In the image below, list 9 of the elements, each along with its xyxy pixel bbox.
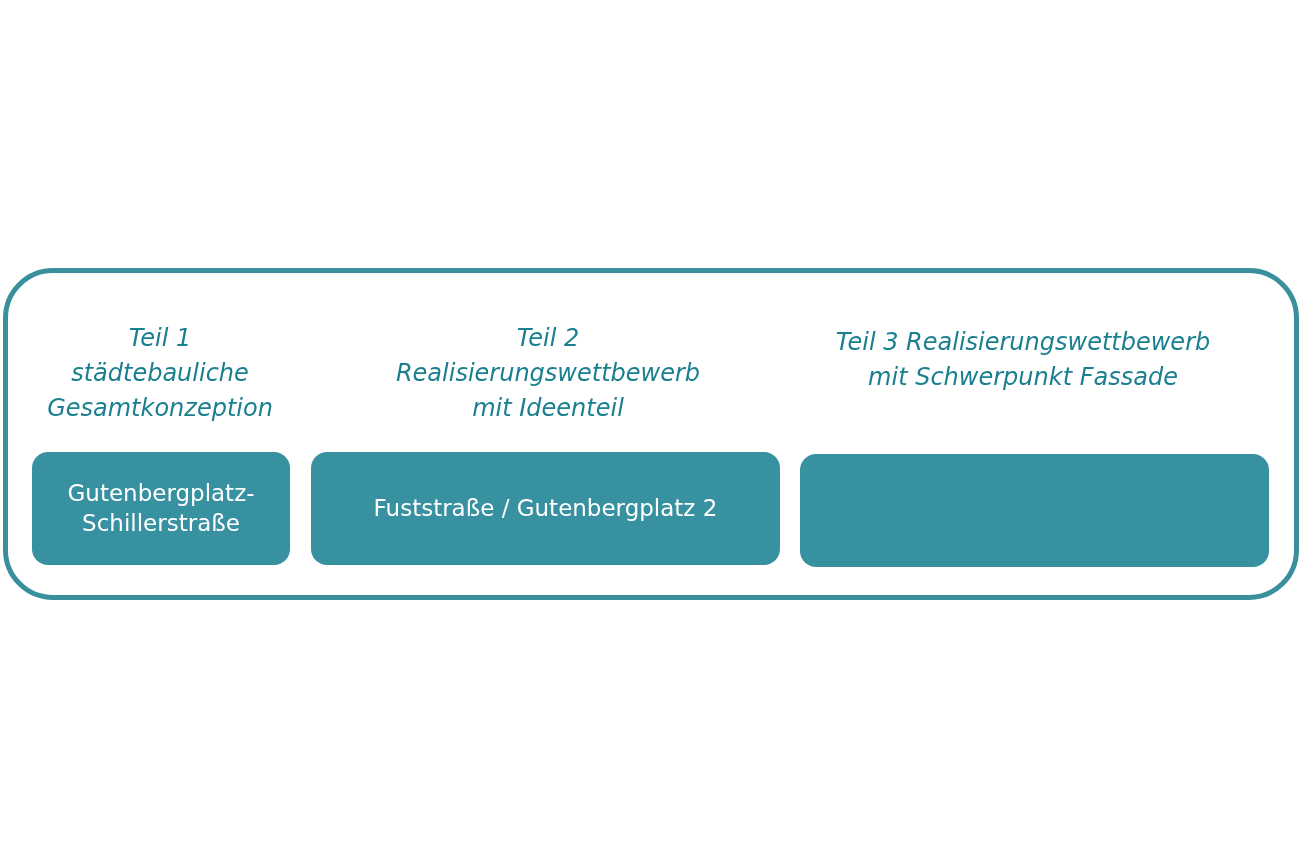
box-label: Fuststraße / Gutenbergplatz 2 [373, 493, 718, 523]
empty-box [800, 454, 1269, 567]
location-box [32, 452, 290, 565]
group-frame [3, 268, 1299, 600]
box-label: Gutenbergplatz-Schillerstraße [66, 478, 256, 538]
section-heading: Teil 3 Realisierungswettbewerb mit Schwerpunkt Fassade [834, 327, 1212, 393]
section-heading: Teil 2 Realisierungswettbewerb mit Ideenteil [394, 323, 702, 424]
location-box [311, 452, 780, 565]
section-heading: Teil 1 städtebauliche Gesamtkonzeption [46, 323, 274, 424]
